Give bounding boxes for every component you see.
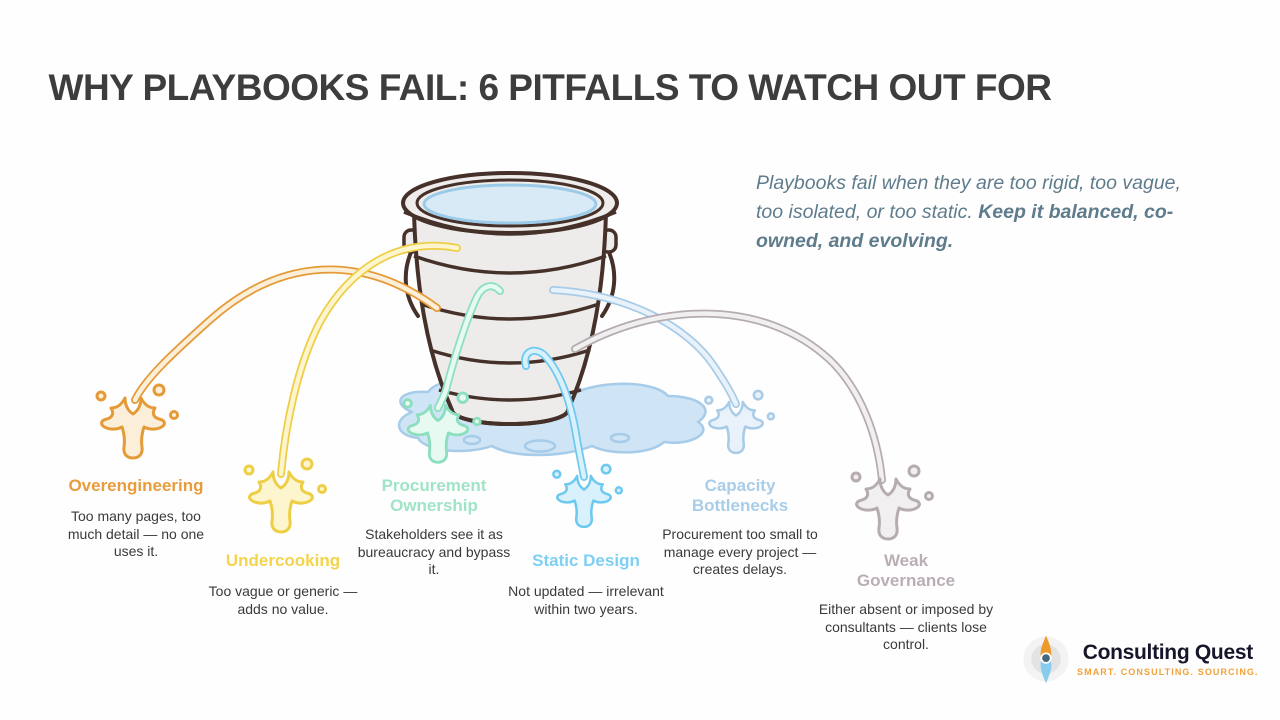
pitfall-name: Capacity Bottlenecks [691,476,789,516]
pitfall-weak-governance: Weak Governance Either absent or imposed… [804,551,1009,654]
leak-stream-capacity-bottlenecks [549,286,740,408]
compass-icon [1023,635,1069,684]
pitfall-procurement-ownership: Procurement Ownership Stakeholders see i… [353,476,515,579]
leak-stream-undercooking [277,241,461,478]
pitfall-name: Procurement Ownership [381,476,487,516]
splash-static-design [552,463,624,529]
pitfall-description: Either absent or imposed by consultants … [818,601,994,653]
leak-stream-weak-governance [571,309,886,484]
logo-name: Consulting Quest [1082,641,1254,665]
callout-bold: Keep it balanced, co-owned, and evolving… [756,200,1174,252]
pitfall-name: Overengineering [68,476,204,495]
page-title: WHY PLAYBOOKS FAIL: 6 PITFALLS TO WATCH … [48,67,1052,108]
splash-undercooking [243,457,327,534]
pitfall-name: Weak Governance [856,551,956,591]
leak-streams [131,241,886,484]
pitfall-description: Procurement too small to manage every pr… [662,526,818,578]
splash-procurement-ownership [402,391,482,464]
splash-overengineering [95,383,179,460]
leak-stream-procurement-ownership [434,282,504,412]
pitfall-description: Not updated — irrelevant within two year… [508,583,664,617]
callout-text: Playbooks fail when they are too rigid, … [756,169,1188,256]
consulting-quest-logo: Consulting Quest SMART. CONSULTING. SOUR… [1020,630,1259,688]
pitfall-undercooking: Undercooking Too vague or generic — adds… [194,551,372,618]
pitfall-description: Stakeholders see it as bureaucracy and b… [357,526,511,578]
splash-weak-governance [850,464,934,541]
pitfall-description: Too many pages, too much detail — no one… [67,508,205,560]
pitfall-name: Undercooking [225,551,341,570]
logo-tagline: SMART. CONSULTING. SOURCING. [1077,666,1259,677]
pitfall-description: Too vague or generic — adds no value. [208,583,358,617]
pitfall-overengineering: Overengineering Too many pages, too much… [57,476,215,561]
puddle [398,378,707,457]
water-surface [422,183,598,225]
leak-stream-static-design [521,346,588,481]
pitfall-static-design: Static Design Not updated — irrelevant w… [508,551,664,618]
pitfall-name: Static Design [532,551,640,570]
leak-stream-overengineering [131,265,441,404]
bucket [401,171,619,426]
pitfall-capacity-bottlenecks: Capacity Bottlenecks Procurement too sma… [659,476,821,579]
callout-normal: Playbooks fail when they are too rigid, … [756,172,1181,223]
splash-capacity-bottlenecks [704,389,776,455]
